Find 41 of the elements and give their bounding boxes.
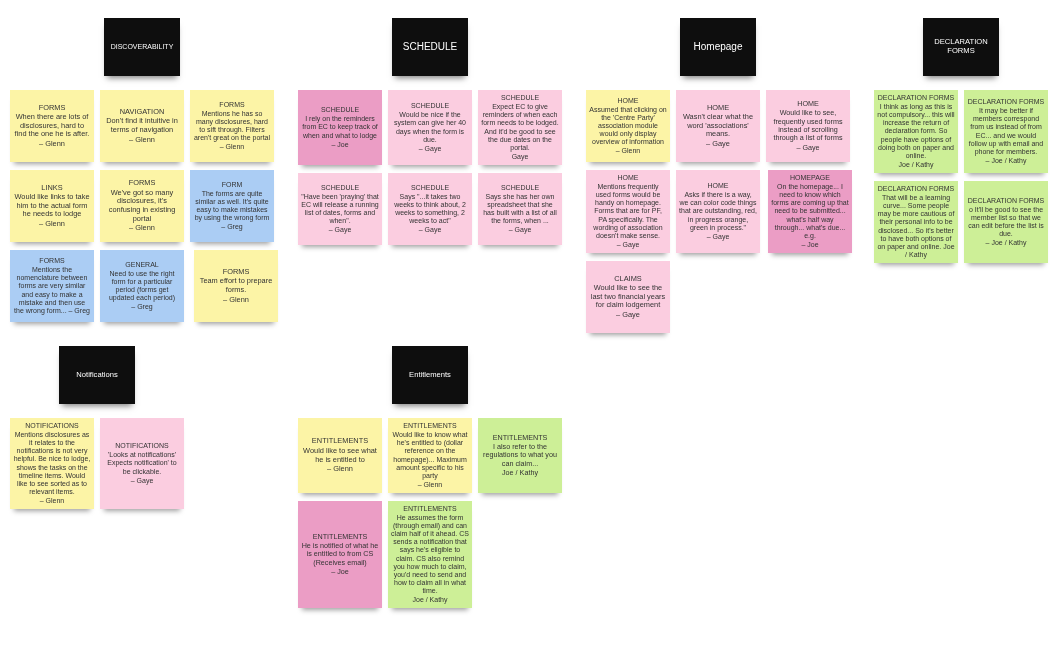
section-header [104, 18, 180, 76]
sticky-note [586, 170, 670, 253]
sticky-note [676, 170, 760, 253]
sticky-note [298, 501, 382, 608]
sticky-note [478, 90, 562, 165]
sticky-note [100, 90, 184, 162]
section-header [680, 18, 756, 76]
sticky-note [100, 170, 184, 242]
sticky-note [388, 173, 472, 245]
sticky-note [388, 90, 472, 165]
section-header [392, 18, 468, 76]
sticky-note [100, 418, 184, 509]
section-title: SCHEDULE [401, 41, 459, 53]
sticky-note [478, 173, 562, 245]
sticky-note [10, 170, 94, 242]
sticky-note [768, 170, 852, 253]
sticky-note [874, 90, 958, 173]
section-header [59, 346, 135, 404]
sticky-note [766, 90, 850, 162]
sticky-note [586, 261, 670, 333]
sticky-note [10, 90, 94, 162]
sticky-note [298, 418, 382, 493]
sticky-note [586, 90, 670, 162]
sticky-note [10, 250, 94, 322]
sticky-note [964, 90, 1048, 173]
sticky-note [194, 250, 278, 322]
sticky-note [10, 418, 94, 509]
sticky-note [298, 90, 382, 165]
section-header [392, 346, 468, 404]
sticky-note [676, 90, 760, 162]
sticky-note [298, 173, 382, 245]
sticky-note [190, 170, 274, 242]
sticky-note [190, 90, 274, 162]
sticky-note [388, 418, 472, 493]
section-header [923, 18, 999, 76]
sticky-note [388, 501, 472, 608]
section-title: Homepage [692, 41, 744, 53]
sticky-note [100, 250, 184, 322]
sticky-note [478, 418, 562, 493]
sticky-note [964, 181, 1048, 263]
sticky-note [874, 181, 958, 263]
